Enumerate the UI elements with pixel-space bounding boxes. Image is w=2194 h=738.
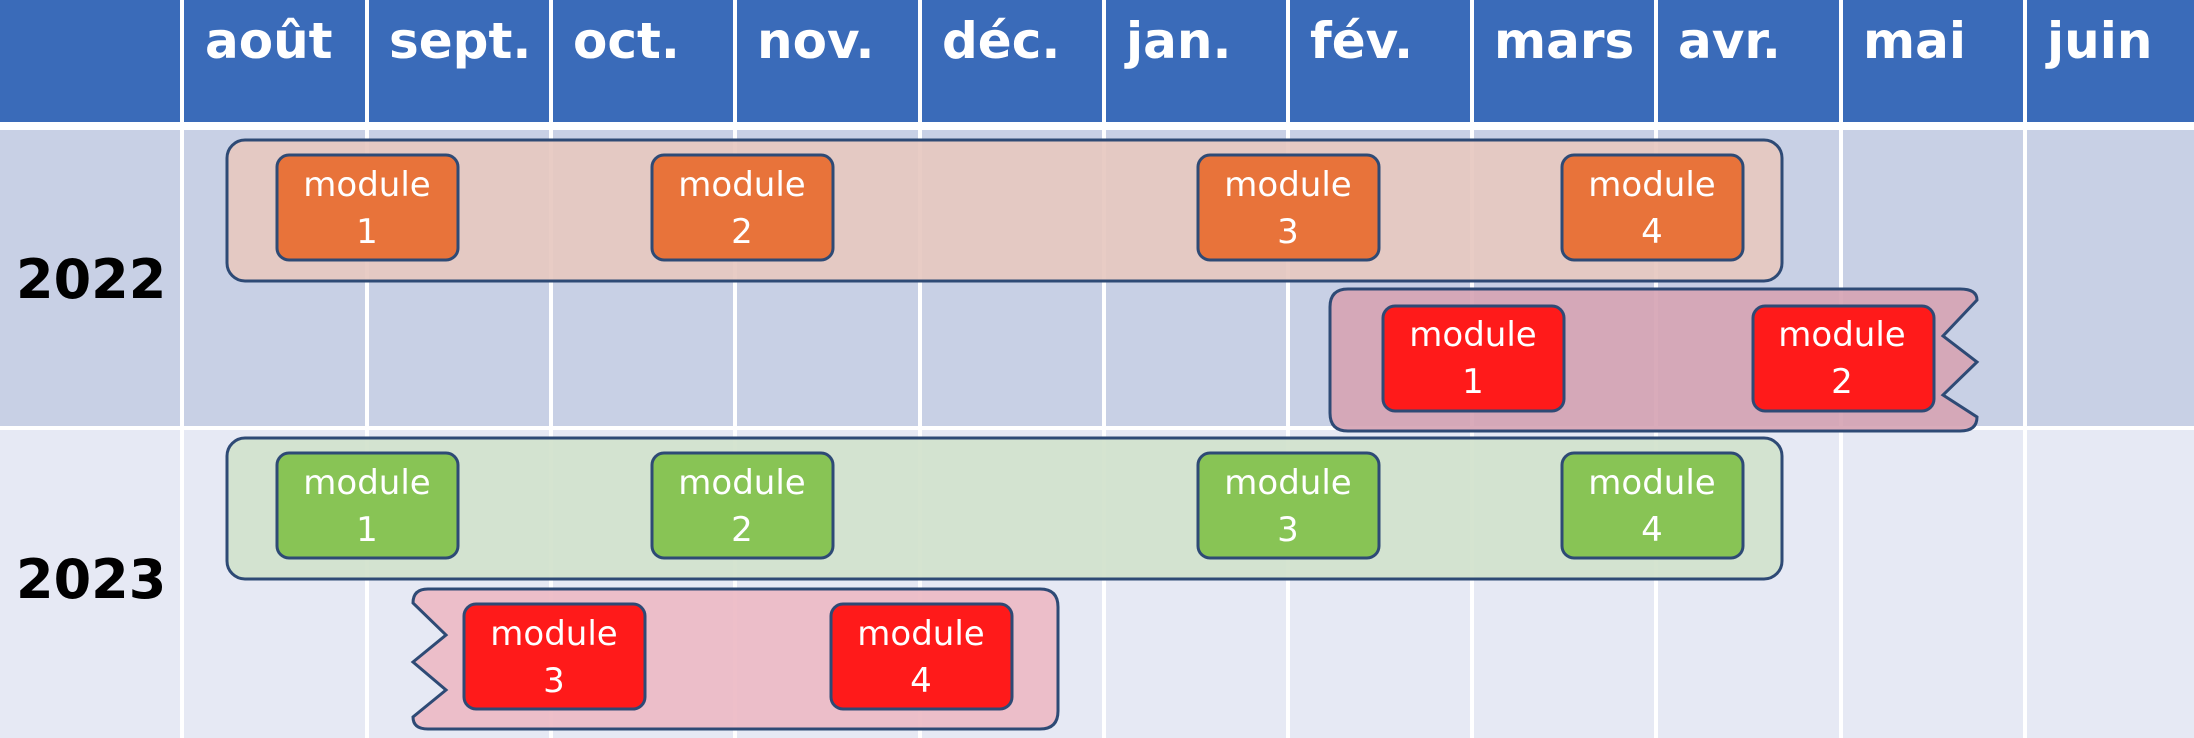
band-2022-orange	[225, 138, 1784, 283]
module-label: module	[1224, 165, 1351, 205]
month-label-aout: août	[205, 12, 333, 70]
band-2023-green	[225, 436, 1784, 581]
module-number: 1	[1462, 362, 1484, 402]
module-box: module 2	[650, 153, 835, 262]
module-shape	[1381, 304, 1566, 413]
module-number: 4	[910, 661, 932, 701]
gridline-aout	[180, 0, 184, 738]
module-label: module	[1778, 315, 1905, 355]
module-label: module	[857, 614, 984, 654]
month-label-oct: oct.	[573, 12, 680, 70]
module-number: 2	[731, 212, 753, 252]
gridline-juin	[2023, 0, 2027, 738]
row-separator	[0, 426, 2194, 430]
module-shape	[275, 153, 460, 262]
gridline-sept	[365, 0, 369, 738]
month-label-sept: sept.	[389, 12, 531, 70]
module-box: module 1	[275, 153, 460, 262]
module-label: module	[303, 165, 430, 205]
module-label: module	[490, 614, 617, 654]
module-shape	[1560, 153, 1745, 262]
module-shape	[1560, 451, 1745, 560]
gridline-dec	[918, 0, 922, 738]
module-box: module 3	[462, 602, 647, 711]
module-box: module 1	[275, 451, 460, 560]
module-number: 3	[1277, 510, 1299, 550]
gridline-oct	[549, 0, 553, 738]
module-label: module	[1409, 315, 1536, 355]
module-shape	[462, 602, 647, 711]
module-box: module 4	[1560, 451, 1745, 560]
module-box: module 3	[1196, 451, 1381, 560]
month-label-juin: juin	[2045, 12, 2152, 70]
module-label: module	[1588, 463, 1715, 503]
module-box: module 3	[1196, 153, 1381, 262]
module-shape	[1196, 451, 1381, 560]
month-label-mars: mars	[1494, 12, 1634, 70]
year-label-2023: 2023	[16, 548, 166, 611]
gridline-jan	[1102, 0, 1106, 738]
module-shape	[829, 602, 1014, 711]
module-number: 4	[1641, 510, 1663, 550]
module-label: module	[678, 165, 805, 205]
month-label-dec: déc.	[942, 12, 1060, 70]
module-number: 2	[1831, 362, 1853, 402]
module-number: 4	[1641, 212, 1663, 252]
module-number: 1	[356, 212, 378, 252]
module-label: module	[303, 463, 430, 503]
module-box: module 4	[829, 602, 1014, 711]
month-labels: août sept. oct. nov. déc. jan. fév. mars…	[205, 12, 2152, 70]
month-label-jan: jan.	[1124, 12, 1231, 70]
module-shape	[650, 153, 835, 262]
module-number: 3	[543, 661, 565, 701]
module-number: 3	[1277, 212, 1299, 252]
module-label: module	[678, 463, 805, 503]
month-label-nov: nov.	[757, 12, 874, 70]
module-number: 2	[731, 510, 753, 550]
module-label: module	[1588, 165, 1715, 205]
module-shape	[275, 451, 460, 560]
module-box: module 1	[1381, 304, 1566, 413]
gridline-nov	[733, 0, 737, 738]
month-label-avr: avr.	[1678, 12, 1781, 70]
module-box: module 4	[1560, 153, 1745, 262]
header-separator	[0, 122, 2194, 130]
module-box: module 2	[650, 451, 835, 560]
module-shape	[1196, 153, 1381, 262]
module-shape	[650, 451, 835, 560]
module-label: module	[1224, 463, 1351, 503]
module-box: module 2	[1751, 304, 1936, 413]
year-label-2022: 2022	[16, 248, 166, 311]
module-shape	[1751, 304, 1936, 413]
month-label-mai: mai	[1863, 12, 1966, 70]
module-number: 1	[356, 510, 378, 550]
gridline-fev	[1286, 0, 1290, 738]
month-label-fev: fév.	[1310, 12, 1413, 70]
